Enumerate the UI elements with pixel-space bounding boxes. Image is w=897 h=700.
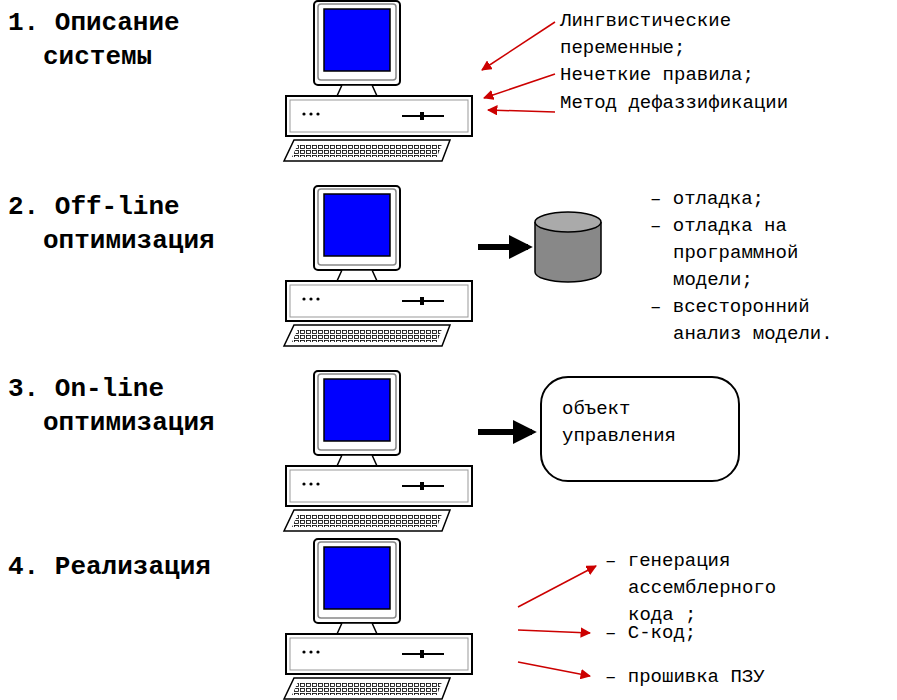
item-text: – прошивка ПЗУ (605, 664, 858, 691)
item-text: – отладка на программной модели; (650, 213, 873, 294)
item-text: – генерация ассемблерного кода ; (605, 548, 818, 629)
node-text: объект управления (562, 396, 718, 450)
stage-heading: 3. On-line оптимизация (8, 372, 273, 440)
item-text: – всесторонний анализ модели. (650, 294, 873, 348)
item-text: – отладка; (650, 186, 873, 213)
stage-heading: 2. Off-line оптимизация (8, 190, 273, 258)
object-box: объект управления (540, 376, 740, 482)
item-text: Нечеткие правила; (560, 62, 860, 89)
item-text: Метод дефаззификации (560, 90, 860, 117)
stage-heading: 1. Описание системы (8, 6, 273, 74)
stage-heading: 4. Реализация (8, 550, 268, 584)
item-text: – С-код; (605, 620, 818, 647)
item-text: Лингвистические переменные; (560, 8, 760, 62)
